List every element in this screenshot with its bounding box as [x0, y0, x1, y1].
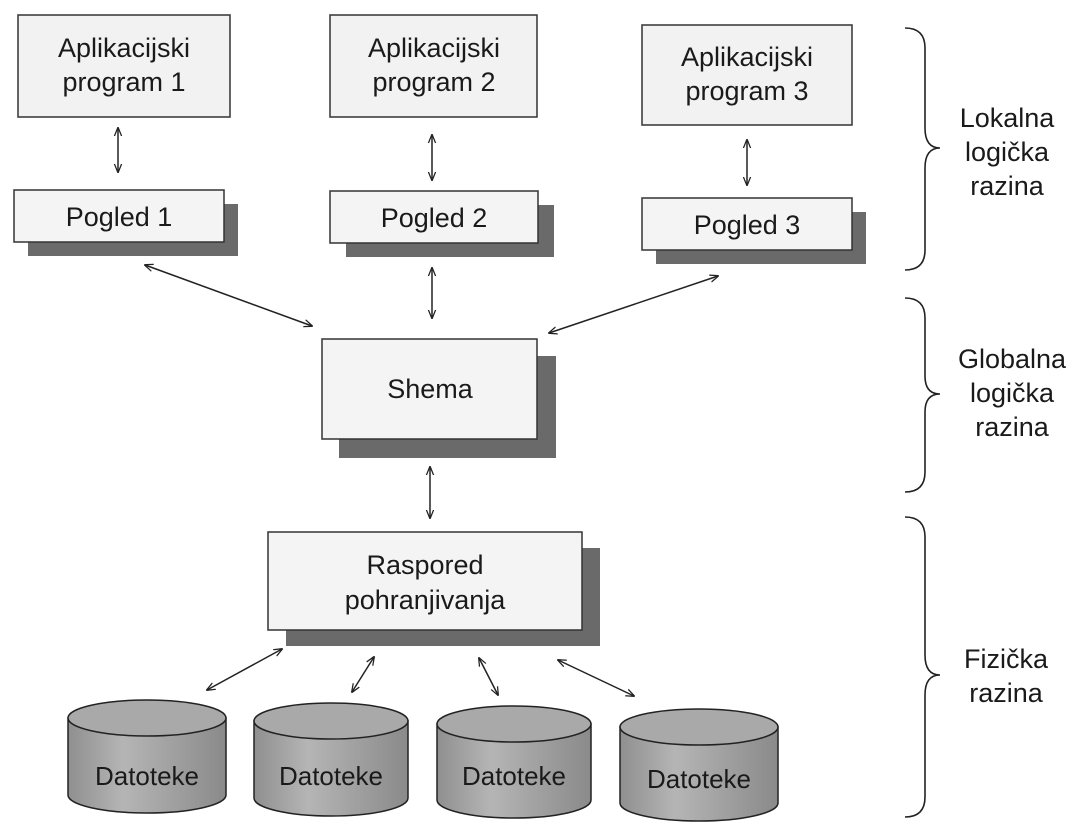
view-1-label: Pogled 1 [66, 202, 173, 232]
datafile-2-label: Datoteke [279, 761, 383, 791]
arrow-storage-file1 [207, 649, 282, 690]
arrow-view3-schema [549, 276, 718, 333]
app-program-1-line1: Aplikacijski [58, 33, 190, 63]
app-program-1: Aplikacijski program 1 [17, 14, 231, 118]
brace-local-level [904, 27, 941, 271]
app-program-2-line1: Aplikacijski [368, 33, 500, 63]
storage-label-line1: Raspored [366, 550, 483, 580]
app-program-3-line2: program 3 [685, 76, 808, 106]
view-2-label: Pogled 2 [381, 203, 488, 233]
brace-global-level [904, 297, 941, 493]
storage-label-line2: pohranjivanja [345, 585, 507, 615]
arrow-storage-file2 [352, 657, 374, 692]
arrow-storage-file4 [558, 660, 634, 696]
app-program-2: Aplikacijski program 2 [329, 14, 538, 118]
storage-box: Raspored pohranjivanja [267, 531, 600, 646]
level-local-line2: logička [965, 137, 1050, 167]
view-1: Pogled 1 [13, 189, 238, 256]
datafile-3-label: Datoteke [462, 761, 566, 791]
schema-label: Shema [387, 374, 474, 404]
schema-box: Shema [321, 338, 556, 458]
brace-physical-level [904, 516, 941, 818]
datafile-3: Datoteke [436, 705, 592, 819]
app-program-3-line1: Aplikacijski [681, 42, 813, 72]
app-program-1-line2: program 1 [62, 67, 185, 97]
view-2: Pogled 2 [329, 190, 554, 257]
level-local: Lokalna logička razina [960, 103, 1056, 201]
level-global-line1: Globalna [958, 344, 1067, 374]
datafile-4-label: Datoteke [647, 764, 751, 794]
view-3: Pogled 3 [641, 197, 866, 264]
datafile-2: Datoteke [253, 702, 409, 817]
level-physical: Fizička razina [964, 644, 1049, 708]
level-local-line1: Lokalna [960, 103, 1056, 133]
level-physical-line2: razina [969, 678, 1044, 708]
level-global: Globalna logička razina [958, 344, 1067, 442]
level-global-line2: logička [970, 378, 1055, 408]
arrow-storage-file3 [479, 658, 498, 695]
view-3-label: Pogled 3 [694, 210, 801, 240]
datafile-1-label: Datoteke [95, 761, 199, 791]
app-program-3: Aplikacijski program 3 [641, 24, 853, 126]
app-program-2-line2: program 2 [372, 67, 495, 97]
datafile-4: Datoteke [619, 708, 779, 822]
level-physical-line1: Fizička [964, 644, 1049, 674]
datafile-1: Datoteke [67, 699, 227, 814]
arrow-view1-schema [145, 265, 312, 326]
level-local-line3: razina [970, 171, 1045, 201]
level-global-line3: razina [975, 412, 1050, 442]
